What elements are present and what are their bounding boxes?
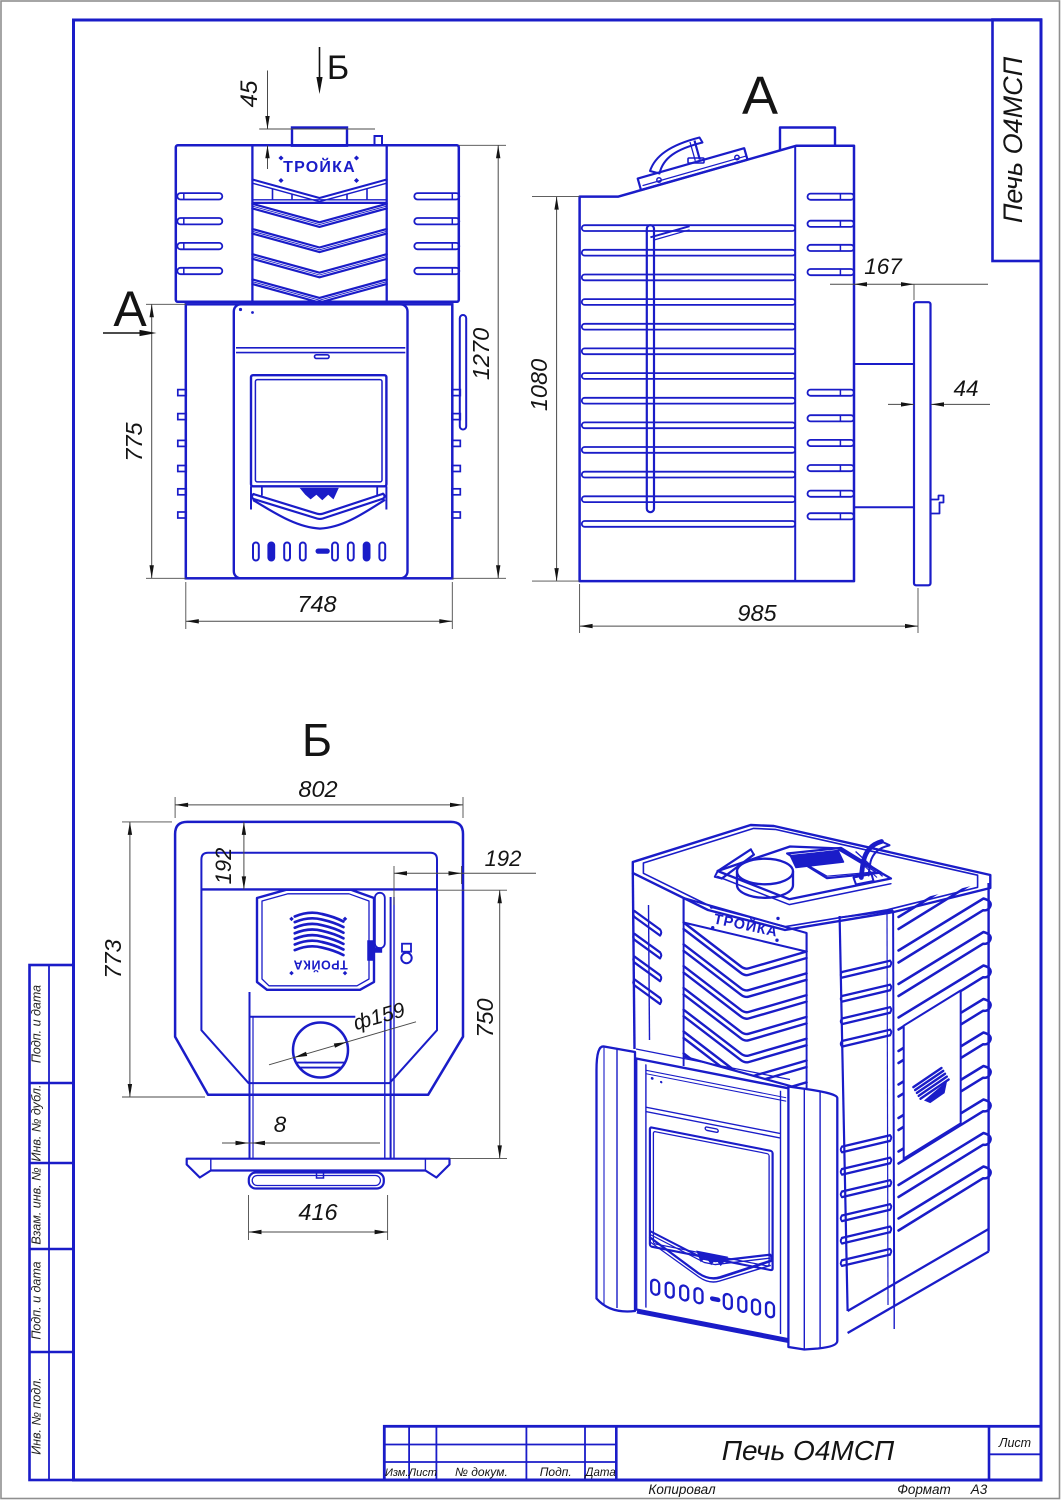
svg-text:ТРОЙКА: ТРОЙКА	[293, 958, 348, 973]
svg-text:44: 44	[953, 376, 978, 401]
svg-text:802: 802	[298, 776, 337, 802]
svg-text:Б: Б	[327, 49, 349, 87]
svg-text:Лист: Лист	[408, 1467, 437, 1479]
svg-text:45: 45	[236, 80, 263, 107]
svg-text:Печь О4МСП: Печь О4МСП	[998, 56, 1028, 223]
svg-text:1080: 1080	[526, 359, 552, 411]
svg-text:А: А	[742, 66, 778, 126]
svg-text:416: 416	[298, 1199, 338, 1225]
svg-text:Печь О4МСП: Печь О4МСП	[722, 1435, 895, 1466]
svg-text:Б: Б	[302, 714, 332, 766]
svg-text:Изм.: Изм.	[385, 1467, 408, 1479]
svg-text:Формат: Формат	[897, 1482, 951, 1497]
svg-text:1270: 1270	[468, 328, 494, 380]
svg-text:Инв. № подл.: Инв. № подл.	[30, 1377, 44, 1455]
svg-text:773: 773	[100, 939, 126, 978]
svg-text:ТРОЙКА: ТРОЙКА	[283, 157, 356, 176]
svg-text:748: 748	[297, 591, 336, 617]
svg-text:А3: А3	[970, 1482, 988, 1497]
svg-text:192: 192	[485, 846, 522, 871]
svg-text:Взам. инв. №: Взам. инв. №	[30, 1167, 44, 1245]
svg-text:8: 8	[274, 1112, 287, 1137]
svg-text:192: 192	[211, 848, 236, 885]
svg-text:№ докум.: № докум.	[455, 1465, 508, 1479]
svg-text:775: 775	[121, 421, 147, 461]
svg-text:Лист: Лист	[998, 1436, 1031, 1450]
svg-text:Дата: Дата	[583, 1467, 615, 1479]
svg-text:Подп. и дата: Подп. и дата	[30, 1261, 44, 1339]
svg-text:Подп.: Подп.	[540, 1465, 572, 1479]
svg-text:Инв. № дубл.: Инв. № дубл.	[30, 1085, 44, 1162]
svg-text:750: 750	[472, 998, 498, 1037]
svg-text:985: 985	[737, 600, 777, 626]
svg-text:А: А	[113, 281, 147, 337]
svg-text:Подп. и дата: Подп. и дата	[30, 985, 44, 1063]
svg-text:Копировал: Копировал	[648, 1482, 716, 1497]
svg-text:167: 167	[864, 254, 903, 279]
